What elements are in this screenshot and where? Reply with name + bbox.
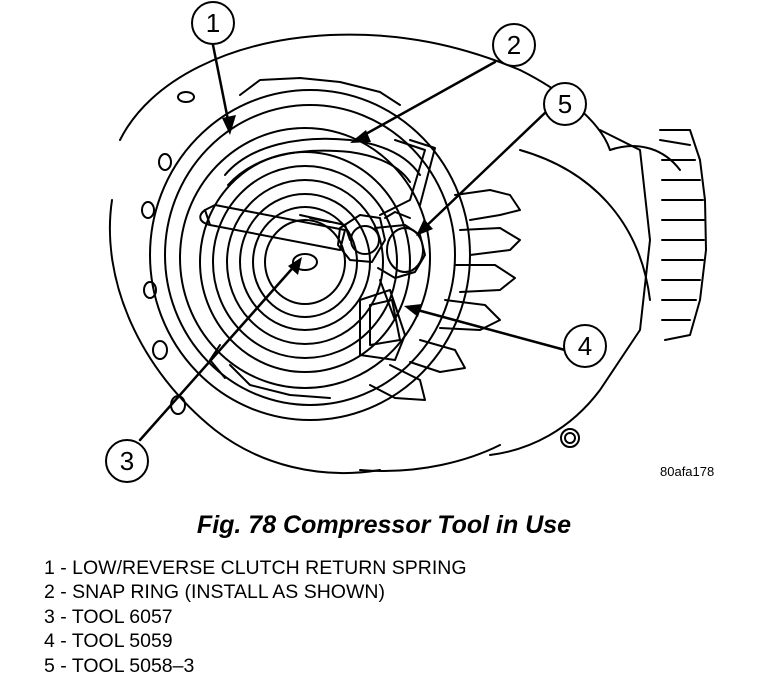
legend-list: 1 - LOW/REVERSE CLUTCH RETURN SPRING 2 -… — [44, 556, 467, 678]
callout-circle-1 — [191, 1, 235, 45]
case-bolt-holes — [141, 91, 580, 448]
legend-item: 5 - TOOL 5058–3 — [44, 654, 195, 677]
leader-3 — [138, 260, 300, 442]
tool-5059 — [359, 139, 436, 361]
legend-item: 1 - LOW/REVERSE CLUTCH RETURN SPRING — [44, 557, 467, 579]
callouts — [105, 1, 607, 483]
callout-label-4: 4 — [578, 331, 592, 361]
callout-label-2: 2 — [507, 30, 521, 60]
callout-circle-2 — [492, 23, 536, 67]
callout-label-3: 3 — [120, 446, 134, 476]
clutch-drum — [149, 77, 521, 421]
callout-circle-5 — [543, 82, 587, 126]
leader-2 — [353, 60, 497, 142]
callout-label-1: 1 — [206, 8, 220, 38]
leader-1 — [211, 43, 232, 132]
transmission-case — [108, 33, 707, 475]
legend-item: 3 - TOOL 6057 — [44, 605, 173, 628]
gear-teeth — [659, 129, 707, 341]
tool-5058-3 — [337, 211, 426, 279]
compressor-tool-illustration: 1 2 5 4 3 80afa178 — [105, 1, 714, 483]
legend-item: 2 - SNAP RING (INSTALL AS SHOWN) — [44, 581, 385, 604]
callout-label-5: 5 — [558, 89, 572, 119]
callout-circle-4 — [563, 324, 607, 368]
snap-ring — [224, 137, 421, 186]
leader-4 — [408, 306, 567, 352]
figure-code: 80afa178 — [660, 464, 714, 479]
callout-circle-3 — [105, 439, 149, 483]
leader-5 — [418, 108, 550, 234]
legend-item: 4 - TOOL 5059 — [44, 630, 173, 653]
figure-caption: Fig. 78 Compressor Tool in Use — [196, 511, 572, 539]
return-spring — [199, 151, 411, 373]
leader-lines — [138, 43, 567, 442]
arrowheads — [222, 115, 433, 317]
